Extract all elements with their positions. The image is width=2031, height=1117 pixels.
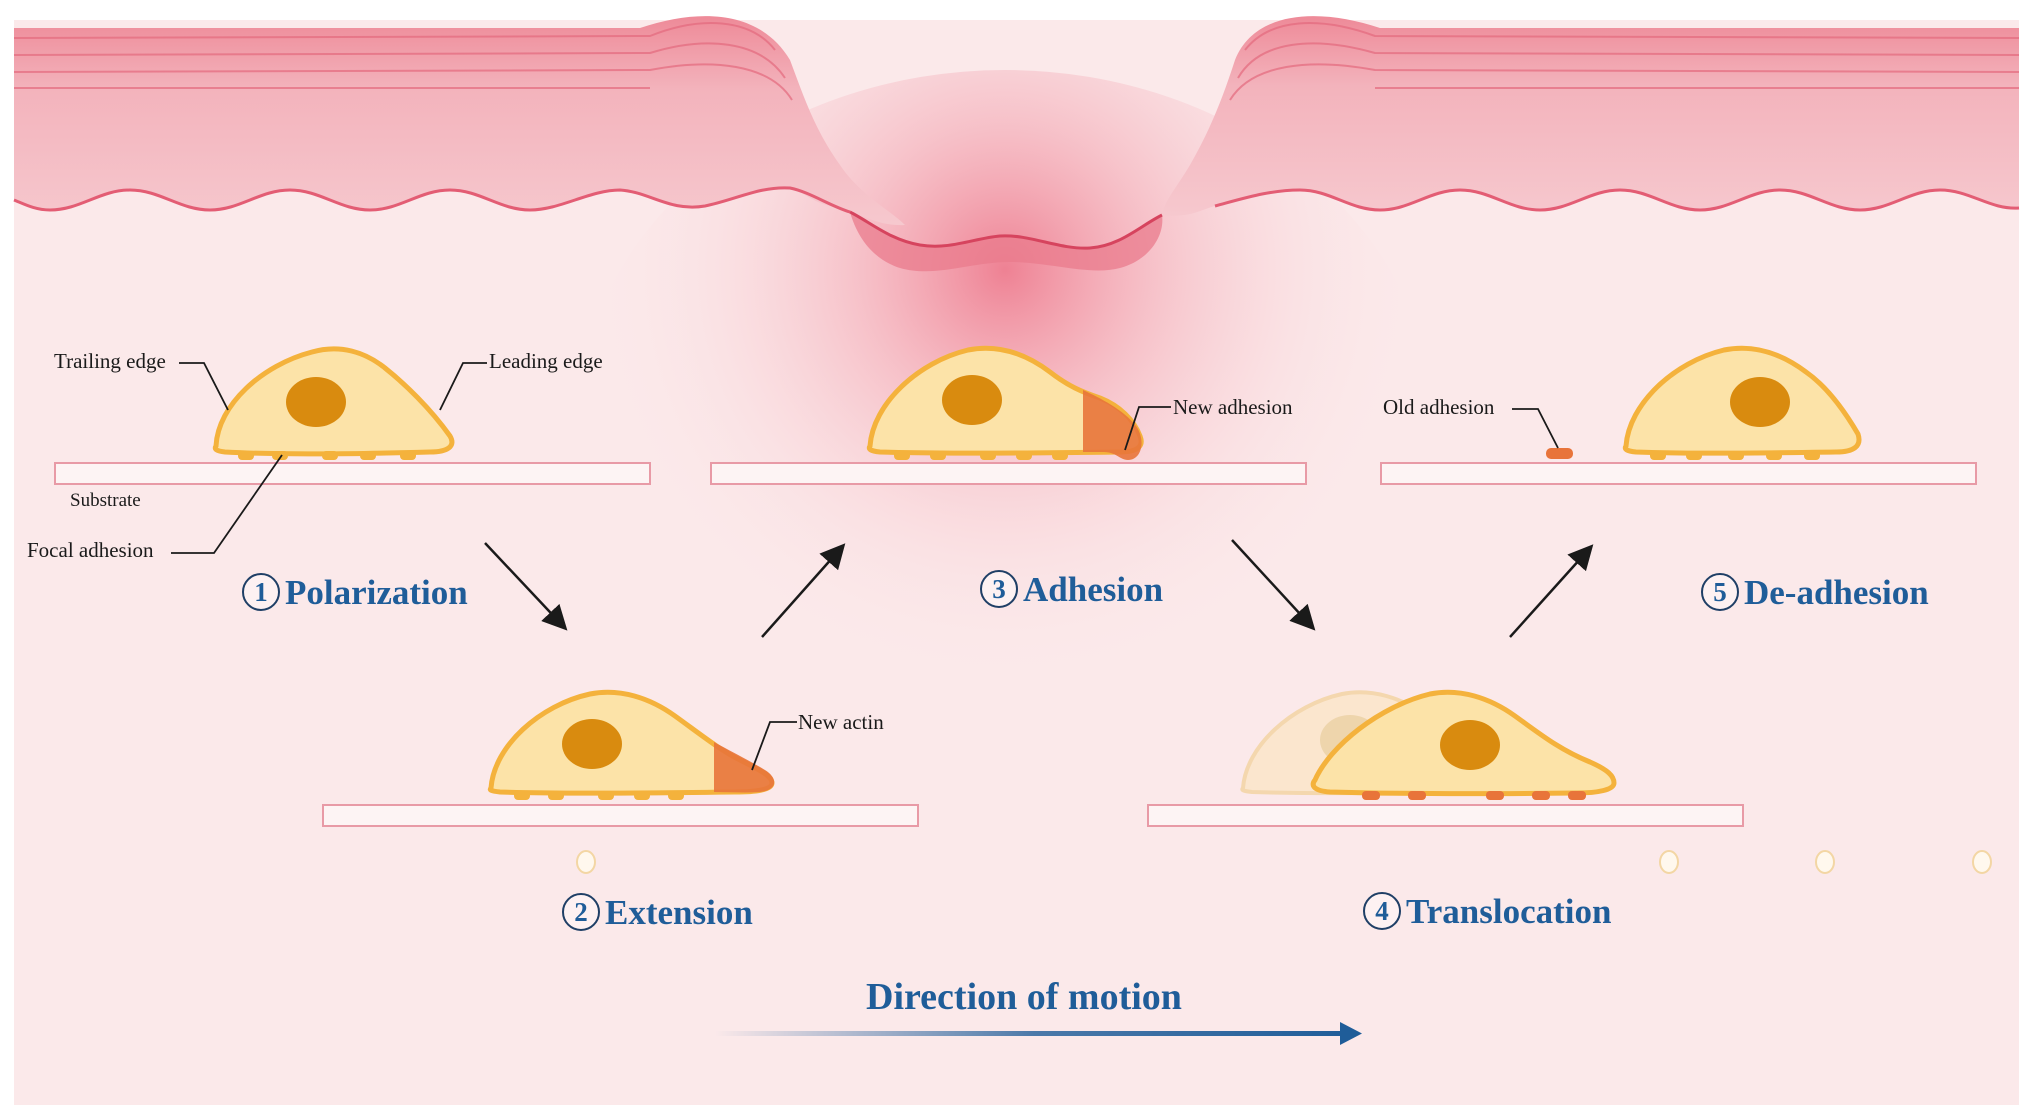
cell-polarization bbox=[212, 346, 455, 460]
step-name: Adhesion bbox=[1023, 569, 1164, 609]
cell-translocation bbox=[1240, 689, 1617, 800]
skin-surface-stripes bbox=[13, 22, 2020, 101]
epidermis-left bbox=[14, 16, 905, 226]
step-arrows bbox=[484, 539, 1594, 638]
leader-focal-adhesion bbox=[171, 454, 283, 554]
cell-de-adhesion bbox=[1546, 345, 1862, 460]
step-3-title: 3 Adhesion bbox=[980, 570, 1163, 608]
nucleus bbox=[942, 375, 1002, 425]
new-actin-protrusion bbox=[714, 742, 775, 793]
focal-adhesion-feet bbox=[514, 791, 684, 800]
step-number-badge: 2 bbox=[562, 893, 600, 931]
step-name: Polarization bbox=[285, 572, 468, 612]
epidermis-right bbox=[1162, 16, 2019, 216]
substrate-step-4 bbox=[1147, 804, 1744, 827]
leader-new-adhesion bbox=[1124, 406, 1171, 451]
nucleus bbox=[1440, 720, 1500, 770]
step-4-title: 4 Translocation bbox=[1363, 892, 1611, 930]
leader-leading-edge bbox=[439, 362, 487, 411]
wound-surface-line bbox=[849, 210, 1163, 250]
leader-new-actin bbox=[751, 721, 797, 771]
label-new-actin: New actin bbox=[798, 710, 884, 734]
step-2-title: 2 Extension bbox=[562, 893, 753, 931]
label-trailing-edge: Trailing edge bbox=[54, 349, 166, 373]
arrow-step4-to-step5 bbox=[1509, 544, 1594, 638]
substrate-step-3 bbox=[710, 462, 1307, 485]
step-number-badge: 4 bbox=[1363, 892, 1401, 930]
nucleus bbox=[1730, 377, 1790, 427]
step-number-badge: 3 bbox=[980, 570, 1018, 608]
cell-body bbox=[866, 345, 1144, 456]
focal-adhesion-feet bbox=[894, 451, 1068, 460]
arrow-step2-to-step3 bbox=[761, 543, 846, 638]
step-name: Extension bbox=[605, 892, 753, 932]
old-adhesion-remnant bbox=[1546, 448, 1573, 459]
label-leading-edge: Leading edge bbox=[489, 349, 603, 373]
step-number-badge: 1 bbox=[242, 573, 280, 611]
vesicles bbox=[576, 850, 1992, 874]
substrate-step-5 bbox=[1380, 462, 1977, 485]
substrate-step-2 bbox=[322, 804, 919, 827]
step-5-title: 5 De-adhesion bbox=[1701, 573, 1929, 611]
direction-arrow bbox=[715, 1022, 1362, 1045]
label-old-adhesion: Old adhesion bbox=[1383, 395, 1495, 419]
cell-extension bbox=[487, 689, 775, 800]
step-number-badge: 5 bbox=[1701, 573, 1739, 611]
leader-old-adhesion bbox=[1512, 408, 1559, 449]
focal-adhesion-feet bbox=[238, 451, 416, 460]
direction-of-motion-label: Direction of motion bbox=[866, 976, 1182, 1018]
nucleus bbox=[286, 377, 346, 427]
wound-bed bbox=[850, 212, 1163, 272]
step-name: Translocation bbox=[1406, 891, 1612, 931]
label-new-adhesion: New adhesion bbox=[1173, 395, 1293, 419]
label-focal-adhesion: Focal adhesion bbox=[27, 538, 154, 562]
label-leader-lines bbox=[171, 362, 1559, 771]
substrates bbox=[54, 462, 1977, 827]
substrate-step-1 bbox=[54, 462, 651, 485]
nucleus bbox=[562, 719, 622, 769]
step-1-title: 1 Polarization bbox=[242, 573, 468, 611]
label-substrate: Substrate bbox=[70, 490, 141, 511]
arrow-step3-to-step4 bbox=[1231, 539, 1316, 631]
arrow-step1-to-step2 bbox=[484, 542, 568, 631]
leader-trailing-edge bbox=[179, 362, 229, 411]
step-name: De-adhesion bbox=[1744, 572, 1929, 612]
focal-adhesion-feet bbox=[1650, 451, 1820, 460]
focal-adhesion-feet bbox=[1362, 791, 1586, 800]
basement-membrane-lines bbox=[13, 186, 2020, 214]
